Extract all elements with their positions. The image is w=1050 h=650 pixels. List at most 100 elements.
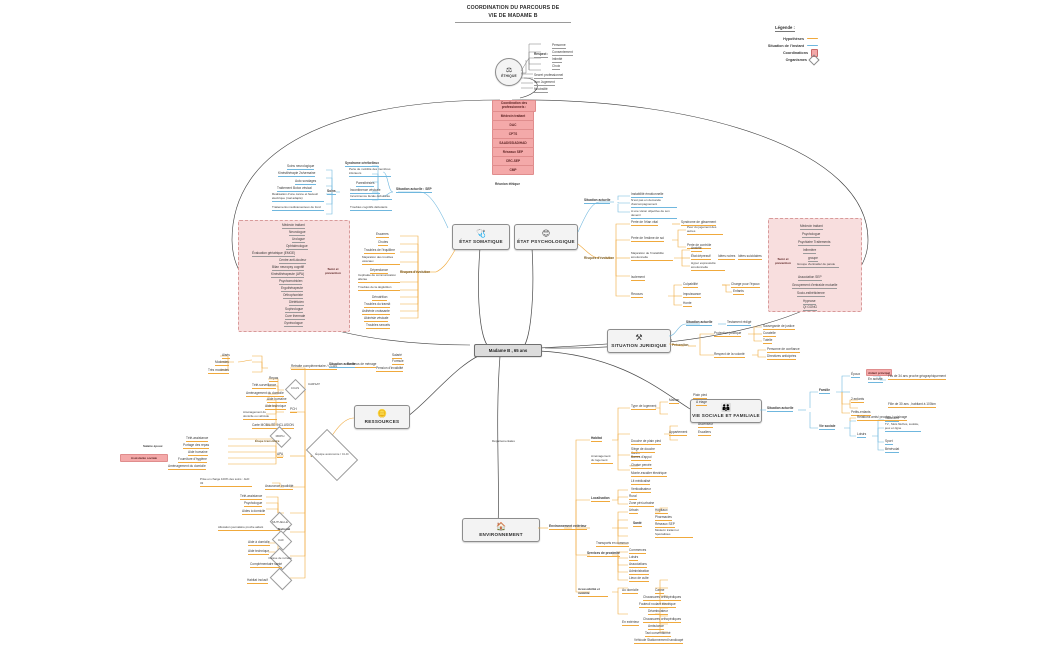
node-etat-somatique[interactable]: 🩺 ÉTAT SOMATIQUE xyxy=(452,224,510,250)
node-ethique[interactable]: ⚖ ÉTHIQUE xyxy=(495,58,523,86)
psycho-suivi-6: Association SEP xyxy=(798,275,822,281)
legend-label-organismes: Organismes xyxy=(785,57,807,62)
vie-sociale-en-activite: En activité xyxy=(868,377,883,383)
somatique-risque-8: Troubles du transit xyxy=(364,302,391,308)
ressources-g0-c2: Pension d'invalidité xyxy=(376,366,404,372)
env-amg-2: Barres d'appui xyxy=(631,455,652,461)
ressources-national-label: National xyxy=(278,527,291,531)
node-situation-juridique[interactable]: ⚒ SITUATION JURIDIQUE xyxy=(607,329,671,353)
psycho-risque-g1-c1: Perte de contrôle xyxy=(687,243,712,249)
ressources-org-retraite-label: Caisse de retraite xyxy=(268,556,292,560)
somatique-suivi-5: Centre anti-douleur xyxy=(279,258,307,264)
env-transports: Transports en commun xyxy=(596,541,629,547)
env-sante-0: Hôpitaux xyxy=(655,508,668,514)
ressources-g8-c0: Aide technique xyxy=(248,549,270,555)
ressources-g3-c0: Télé-assistance xyxy=(186,436,209,442)
env-maison-c1: À étage xyxy=(696,400,707,406)
legend-row-hypotheses: Hypothèses xyxy=(752,35,818,42)
vie-sociale-loisir-0: Vacances xyxy=(885,416,899,422)
env-appartement: Appartement xyxy=(669,430,688,436)
node-vie-sociale[interactable]: 👪 VIE SOCIALE ET FAMILIALE xyxy=(690,399,762,423)
ressources-revenus-aises: Aisés xyxy=(222,353,230,359)
family-icon: 👪 xyxy=(721,403,731,412)
env-maison-c0: Plain pied xyxy=(693,393,707,399)
vie-sociale-loisir-3: Bénévolat xyxy=(885,447,900,453)
node-ressources[interactable]: 🪙 RESSOURCES xyxy=(354,405,410,429)
ressources-g1-c2: Aménagement du domicile xyxy=(246,391,284,397)
ressources-org-mdph-label: MDPH xyxy=(275,434,285,438)
env-amg-3: Chaise percée xyxy=(631,463,652,469)
ressources-org-clic-label: Équipe autonomie / CLIC xyxy=(315,452,349,456)
ressources-etape-label: Étape transitoire xyxy=(255,439,280,443)
env-services-4: Lieux de culte xyxy=(629,576,649,582)
env-acc-g0-c2: Fauteuil roulant électrique xyxy=(639,602,676,608)
ressources-assistante-sociale[interactable]: Assistante sociale xyxy=(120,454,168,462)
legend-label-hypotheses: Hypothèses xyxy=(783,36,804,41)
ressources-g0-c0: Salarié xyxy=(392,353,402,359)
env-jardin: Jardin xyxy=(631,451,640,457)
page-title: COORDINATION DU PARCOURS DE VIE DE MADAM… xyxy=(455,4,571,24)
psycho-risque-g3: Isolement xyxy=(631,275,645,281)
page-title-line1: COORDINATION DU PARCOURS DE xyxy=(466,5,560,11)
psycho-suivi-3: Infirmière xyxy=(803,248,817,254)
somatique-suivi-10: Orthophoniste xyxy=(283,293,304,299)
somatique-syndrome-item-0: Perte de mobilité des membres inférieurs xyxy=(349,167,391,178)
ethique-leaf-neutralite: Neutralité xyxy=(534,87,548,93)
vie-sociale-situation-label: Situation actuelle xyxy=(767,406,794,412)
node-ethique-label: ÉTHIQUE xyxy=(501,73,517,78)
node-etat-psychologique-label: ÉTAT PSYCHOLOGIQUE xyxy=(517,239,575,244)
psycho-suivi-5: Groupe d'entraide/ de parole xyxy=(797,262,839,269)
psycho-risque-g2-c4: Hyper expressivité émotionnelle xyxy=(691,261,725,272)
env-localisation-0: Rural xyxy=(629,494,637,500)
env-acc-g0-c1: Chaussures orthopédiques xyxy=(643,595,682,601)
node-environnement-label: ENVIRONNEMENT xyxy=(479,532,523,537)
psycho-suivi-0: Médecin traitant xyxy=(800,224,823,230)
ressources-g6-c1: Psychologue xyxy=(244,501,263,507)
psycho-situation-0: Instabilité émotionnelle xyxy=(631,192,664,198)
juridique-prevention-g1: Respect de la volonté xyxy=(714,352,745,358)
node-etat-psychologique[interactable]: 😊 ÉTAT PSYCHOLOGIQUE xyxy=(514,224,578,250)
psycho-risque-g2-c1: État dépressif xyxy=(691,254,711,260)
env-acc-g1-c2: Taxi conventionné xyxy=(645,631,671,637)
ressources-g1-right: CARSAT xyxy=(308,382,320,386)
juridique-prevention-g0-c0: Sauvegarde de justice xyxy=(763,324,795,330)
env-services-label: Services de proximité xyxy=(587,551,620,557)
coordination-item-6[interactable]: CMP xyxy=(492,165,534,175)
env-acc-g1-c3: Véhicule Stationnement handicapé xyxy=(634,638,684,644)
psycho-risque-g4-c3: Impuissance xyxy=(683,292,701,298)
somatique-suivi-9: Ergothérapeute xyxy=(281,286,303,292)
psycho-risque-g2-c2: Idées noires xyxy=(718,254,736,260)
env-localisation-1: Zone péri-urbaine xyxy=(629,501,655,507)
somatique-risque-3: Majoration des troubles vésicaux xyxy=(362,255,400,266)
ethique-leaf-secret: Secret professionnel xyxy=(534,73,564,79)
ressources-g9-label: Complémentaire santé xyxy=(250,562,283,568)
coins-icon: 🪙 xyxy=(377,409,387,418)
somatique-risque-1: Chutes xyxy=(378,240,389,246)
somatique-soins-item-0: Soins neurologique xyxy=(287,164,315,170)
juridique-prevention-label: Prévention xyxy=(672,343,689,347)
vie-sociale-aidant-principal[interactable]: Aidant principal xyxy=(866,369,892,376)
center-node[interactable]: Madame B , 65 ans xyxy=(474,344,542,357)
somatique-risque-11: Troubles sexuels xyxy=(366,323,390,329)
house-icon: 🏠 xyxy=(496,522,506,531)
somatique-risque-10: Akinésie vésicale xyxy=(364,316,389,322)
env-sante-1: Pharmacies xyxy=(655,515,672,521)
juridique-prevention-g0-c2: Tutelle xyxy=(763,338,773,344)
env-amg-0: Douche de plain pied xyxy=(631,439,661,445)
legend-label-situation: Situation de l'instant xyxy=(767,43,804,48)
somatique-suivi-0: Médecin traitant xyxy=(282,223,305,229)
node-environnement[interactable]: 🏠 ENVIRONNEMENT xyxy=(462,518,540,542)
psycho-risque-g2-c0: Anxiété xyxy=(691,246,702,252)
somatique-syndrome-item-3: Incontinence fécale débutante xyxy=(350,194,392,201)
ressources-g2-label: PCH xyxy=(290,407,297,413)
somatique-suivi-3: Ophtalmologue xyxy=(286,244,308,250)
sun-face-icon: 😊 xyxy=(541,229,551,238)
psycho-risque-g4-c2: Enfants xyxy=(733,289,744,295)
ressources-org-mutuelle-label: MUTUELLE xyxy=(271,520,288,524)
somatique-risques-label: Risques d'évolution xyxy=(400,270,431,274)
env-maison: Maison xyxy=(669,398,680,404)
somatique-risque-6: Troubles de la déglutition xyxy=(358,285,400,292)
juridique-situation-label: Situation actuelle xyxy=(686,320,713,326)
